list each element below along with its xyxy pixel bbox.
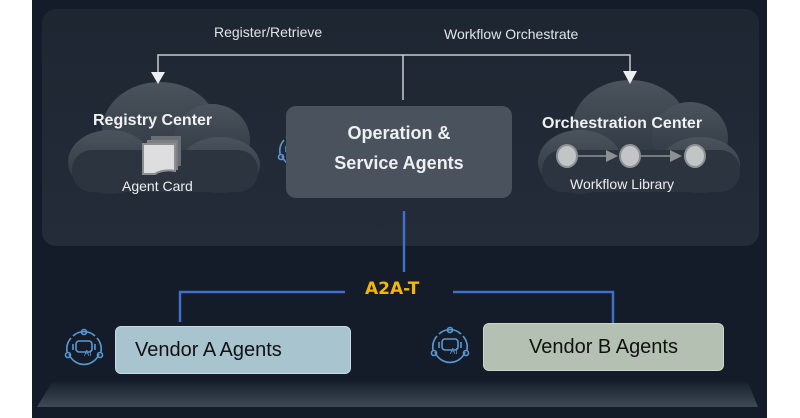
vendor-a-label: Vendor A Agents xyxy=(135,338,282,361)
ai-robot-icon: AI xyxy=(64,328,104,366)
arrow-to-registry-icon xyxy=(151,72,165,84)
svg-text:AI: AI xyxy=(450,347,458,356)
a2a-t-protocol-label: A2A-T xyxy=(365,279,420,299)
workflow-nodes-icon xyxy=(556,144,706,168)
ai-robot-icon: AI xyxy=(430,326,470,364)
workflow-orchestrate-label: Workflow Orchestrate xyxy=(444,26,579,42)
registry-center-title: Registry Center xyxy=(93,112,213,129)
card-stack-icon xyxy=(142,136,181,175)
arrow-to-orchestration-icon xyxy=(623,71,637,84)
operation-service-agents-label: Operation & Service Agents xyxy=(286,118,512,178)
operation-label-line1: Operation & xyxy=(347,123,451,143)
orchestration-center-title: Orchestration Center xyxy=(542,115,703,132)
top-connector-lines xyxy=(157,54,631,100)
vendor-a-agents-box: Vendor A Agents xyxy=(115,326,351,374)
a2a-t-connector-lines xyxy=(178,211,615,323)
agent-card-label: Agent Card xyxy=(122,178,193,194)
register-retrieve-label: Register/Retrieve xyxy=(214,24,323,40)
base-platform xyxy=(37,382,758,407)
operation-label-line2: Service Agents xyxy=(334,153,464,173)
operation-service-agents-box xyxy=(286,106,512,198)
svg-text:AI: AI xyxy=(84,349,92,358)
vendor-b-label: Vendor B Agents xyxy=(528,335,678,358)
workflow-library-label: Workflow Library xyxy=(570,176,674,192)
vendor-b-agents-box: Vendor B Agents xyxy=(483,323,724,371)
